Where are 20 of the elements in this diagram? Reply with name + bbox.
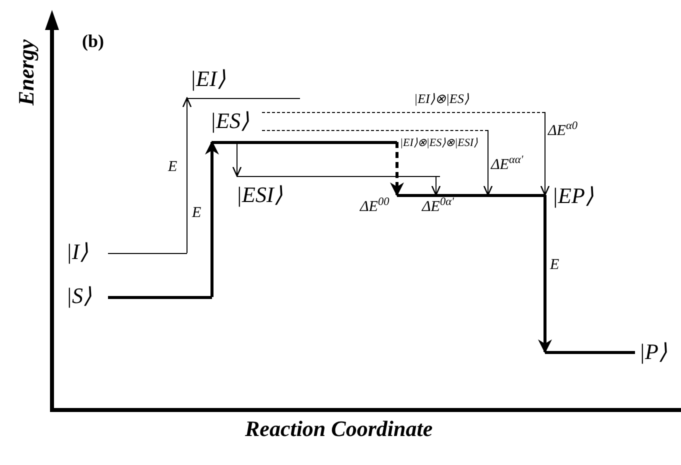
state-label: |EI⟩⊗|ES⟩⊗|ESI⟩ xyxy=(400,136,478,150)
arrow xyxy=(205,140,219,297)
state-label: |EI⟩⊗|ES⟩ xyxy=(414,90,469,108)
state-label: |I⟩ xyxy=(66,238,88,266)
arrow xyxy=(182,97,192,254)
arrow xyxy=(390,142,404,196)
state-label: |S⟩ xyxy=(66,282,92,310)
arrow xyxy=(538,195,552,354)
state-label: |EP⟩ xyxy=(552,182,594,210)
panel-label: (b) xyxy=(82,30,104,53)
axis-title: Energy xyxy=(12,38,40,108)
arrow xyxy=(232,142,242,177)
arrow xyxy=(540,112,550,196)
arrow xyxy=(483,130,493,196)
state-label: |P⟩ xyxy=(639,338,668,366)
state-label: |ESI⟩ xyxy=(236,181,283,209)
state-label: |ES⟩ xyxy=(210,107,250,135)
axis-title: Reaction Coordinate xyxy=(245,415,433,443)
arrow xyxy=(431,176,441,196)
state-label: |EI⟩ xyxy=(190,65,226,93)
